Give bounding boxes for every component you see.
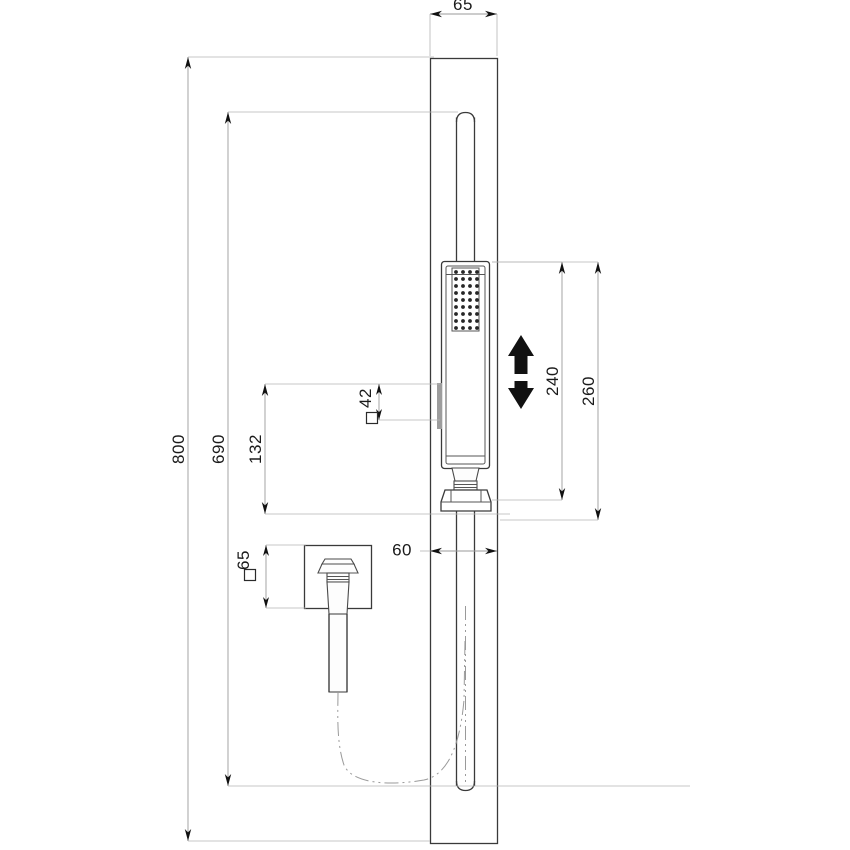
square-symbol-65-plate: [243, 568, 257, 582]
spray-face: [451, 267, 480, 332]
dimension-outlet-projection: 60: [392, 540, 497, 559]
hose: [337, 639, 466, 784]
dim-label-65-panel: 65: [453, 0, 473, 14]
wall-outlet-plate: [303, 544, 373, 693]
square-symbol-42: [365, 411, 379, 425]
dim-label-240: 240: [543, 366, 562, 396]
dimension-rail-top-height: 690: [209, 111, 690, 787]
down-arrow-icon: [508, 381, 534, 409]
slide-direction-arrows: [508, 335, 534, 409]
dim-label-800: 800: [169, 434, 188, 464]
dimension-bracket-span: 260: [492, 261, 602, 521]
lower-bracket: [440, 489, 492, 512]
up-arrow-icon: [508, 335, 534, 374]
dim-label-132: 132: [246, 434, 265, 464]
dim-label-65-plate: 65: [234, 550, 253, 570]
dimension-overall-height: 800: [169, 56, 434, 842]
dim-label-690: 690: [209, 434, 228, 464]
dim-label-260: 260: [579, 376, 598, 406]
dimension-handset-bracket-square: 42: [356, 384, 440, 425]
dim-label-42: 42: [356, 388, 375, 408]
handset-neck: [451, 467, 480, 491]
dimension-panel-width: 65: [429, 0, 498, 56]
dimension-slide-travel: 240: [492, 261, 566, 501]
dimension-outlet-to-handset: 132: [246, 383, 510, 515]
handset: [437, 260, 491, 470]
dimension-wall-plate-square: 65: [234, 544, 306, 609]
dim-label-60: 60: [392, 540, 412, 559]
